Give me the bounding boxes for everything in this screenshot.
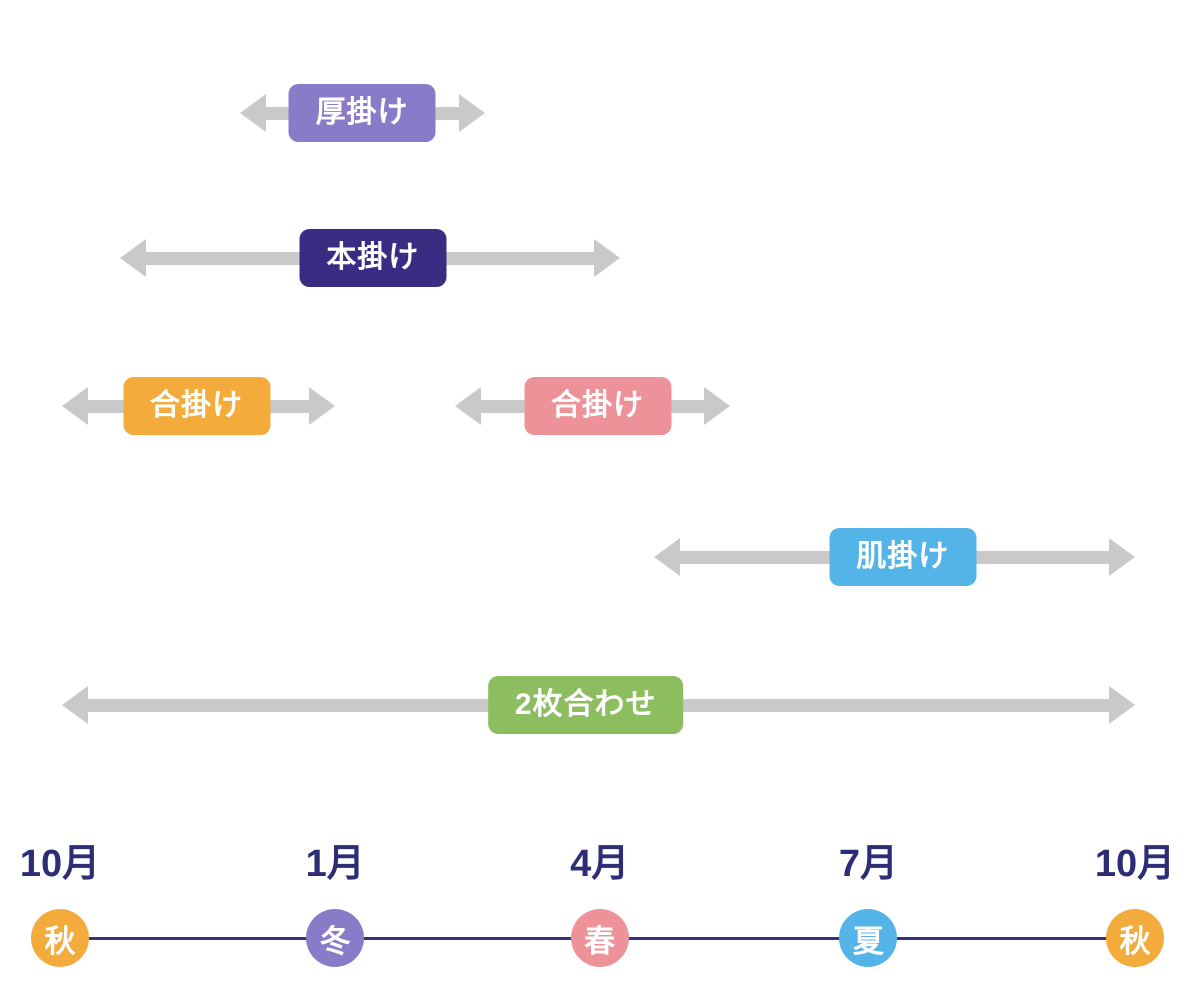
month-label: 7月 <box>838 843 898 885</box>
month-label: 10月 <box>19 843 101 885</box>
season-badge: 秋 <box>1106 909 1164 967</box>
arrow-right-head-icon <box>309 387 336 425</box>
arrow-right-head-icon <box>458 94 485 132</box>
arrow-left-head-icon <box>239 94 266 132</box>
duvet-type-label: 本掛け <box>299 229 447 287</box>
duvet-type-label: 合掛け <box>123 377 271 435</box>
arrow-right-head-icon <box>1109 538 1135 576</box>
duvet-type-label: 合掛け <box>524 377 671 435</box>
duvet-type-label: 2枚合わせ <box>487 676 684 734</box>
month-label: 10月 <box>1094 843 1176 885</box>
season-badge: 冬 <box>306 909 365 967</box>
arrow-left-head-icon <box>62 387 89 425</box>
arrow-right-head-icon <box>1109 686 1135 724</box>
duvet-type-label: 肌掛け <box>829 528 977 586</box>
duvet-type-label: 厚掛け <box>288 84 436 142</box>
arrow-left-head-icon <box>120 239 147 277</box>
arrow-right-head-icon <box>703 387 730 425</box>
arrow-left-head-icon <box>454 387 481 425</box>
month-label: 1月 <box>305 843 365 885</box>
season-badge: 春 <box>570 909 629 967</box>
arrow-left-head-icon <box>62 686 89 724</box>
month-label: 4月 <box>570 843 630 885</box>
season-badge: 秋 <box>31 909 89 967</box>
arrow-left-head-icon <box>654 538 681 576</box>
arrow-right-head-icon <box>594 239 621 277</box>
season-badge: 夏 <box>839 909 898 967</box>
